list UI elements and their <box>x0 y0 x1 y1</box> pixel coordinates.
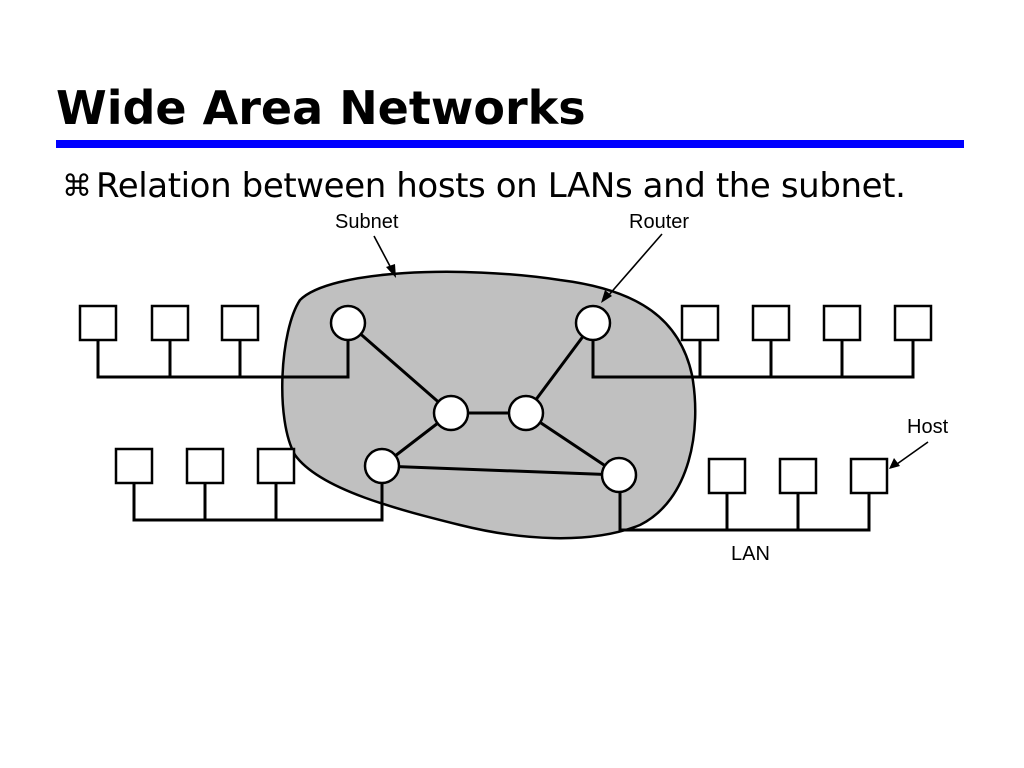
link-r2-r4 <box>524 322 595 414</box>
router-node <box>507 394 545 432</box>
title-underline <box>56 140 964 148</box>
router-arrowhead <box>601 290 612 303</box>
host-box <box>78 304 118 342</box>
lan-bottom-left <box>132 480 384 522</box>
bullet-item: ⌘ Relation between hosts on LANs and the… <box>62 164 906 208</box>
host-arrow <box>896 441 929 465</box>
lan-bus <box>96 340 350 379</box>
host-box <box>185 447 225 485</box>
callout-arrows <box>373 233 929 469</box>
bullet-text: Relation between hosts on LANs and the s… <box>96 166 906 206</box>
link-r1-r3 <box>347 321 452 415</box>
host-box <box>150 304 190 342</box>
host-box <box>707 457 747 495</box>
router-node <box>432 394 470 432</box>
router-node <box>574 304 612 342</box>
host-box <box>751 304 791 342</box>
lan-bus <box>132 480 384 522</box>
host-box <box>822 304 862 342</box>
router-label: Router <box>629 211 689 233</box>
host-arrowhead <box>889 458 900 469</box>
host-box <box>893 304 933 342</box>
host-box <box>680 304 720 342</box>
router-node <box>329 304 367 342</box>
subnet-arrowhead <box>386 264 396 278</box>
lan-bus <box>618 492 871 532</box>
router-node <box>363 447 401 485</box>
command-key-icon: ⌘ <box>62 168 92 204</box>
host-box <box>114 447 154 485</box>
router-arrow <box>607 233 663 297</box>
link-r4-r6 <box>525 411 620 477</box>
host-box <box>849 457 889 495</box>
subnet-arrow <box>373 235 393 271</box>
host-label: Host <box>907 416 949 438</box>
lan-top-right <box>591 340 915 379</box>
lan-top-left <box>96 340 350 379</box>
lan-bus <box>591 340 915 379</box>
lan-bottom-right <box>618 492 871 532</box>
link-r5-r6 <box>381 464 620 477</box>
subnet-links <box>347 321 620 477</box>
subnet-label: Subnet <box>335 211 399 233</box>
host-box <box>256 447 296 485</box>
host-box <box>220 304 260 342</box>
host-box <box>778 457 818 495</box>
router-node <box>600 456 638 494</box>
lan-label: LAN <box>731 543 770 565</box>
slide-title: Wide Area Networks <box>56 81 586 135</box>
